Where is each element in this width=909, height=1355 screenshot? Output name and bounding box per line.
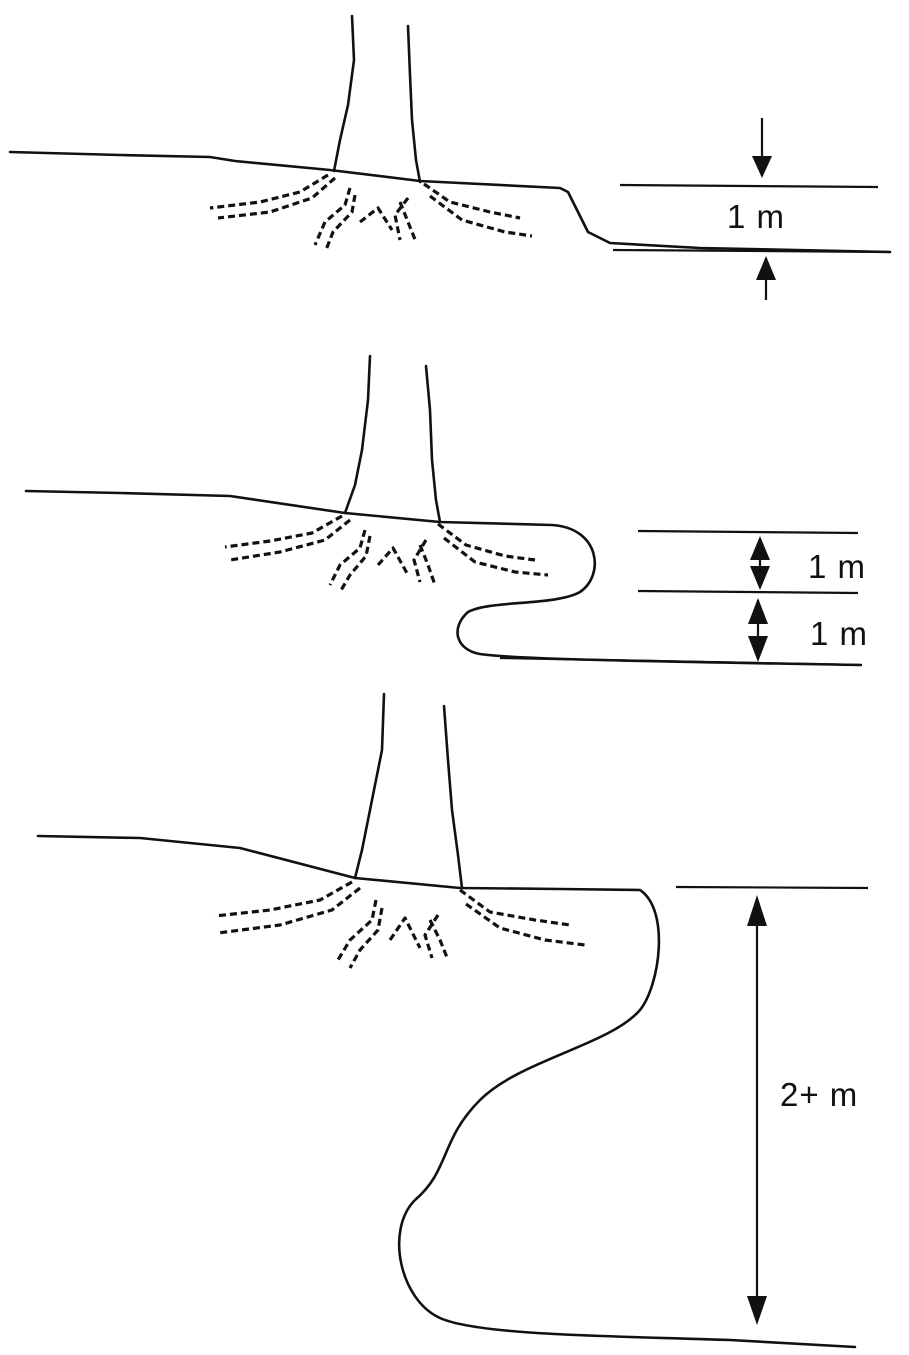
panel-undercut-bank: 1 m 1 m bbox=[26, 356, 868, 665]
tree-trunk bbox=[408, 26, 420, 182]
height-label: 1 m bbox=[808, 548, 866, 585]
tree-roots bbox=[225, 516, 548, 592]
tree-trunk bbox=[355, 694, 384, 878]
height-label: 1 m bbox=[727, 198, 785, 235]
tree-trunk bbox=[345, 356, 370, 513]
tree-roots bbox=[210, 175, 532, 250]
panel-high-bank: 2+ m bbox=[38, 694, 868, 1347]
ground-profile bbox=[38, 836, 855, 1347]
dimension-1m-1m: 1 m 1 m bbox=[500, 531, 868, 665]
height-label: 2+ m bbox=[780, 1076, 858, 1113]
ground-profile bbox=[26, 491, 860, 665]
height-label: 1 m bbox=[810, 615, 868, 652]
tree-roots bbox=[215, 882, 585, 968]
dimension-1m: 1 m bbox=[613, 118, 890, 300]
panel-low-bank: 1 m bbox=[10, 16, 890, 300]
tree-trunk bbox=[334, 16, 354, 171]
dimension-2m-plus: 2+ m bbox=[676, 887, 868, 1325]
tree-trunk bbox=[444, 706, 462, 888]
tree-trunk bbox=[426, 366, 440, 522]
